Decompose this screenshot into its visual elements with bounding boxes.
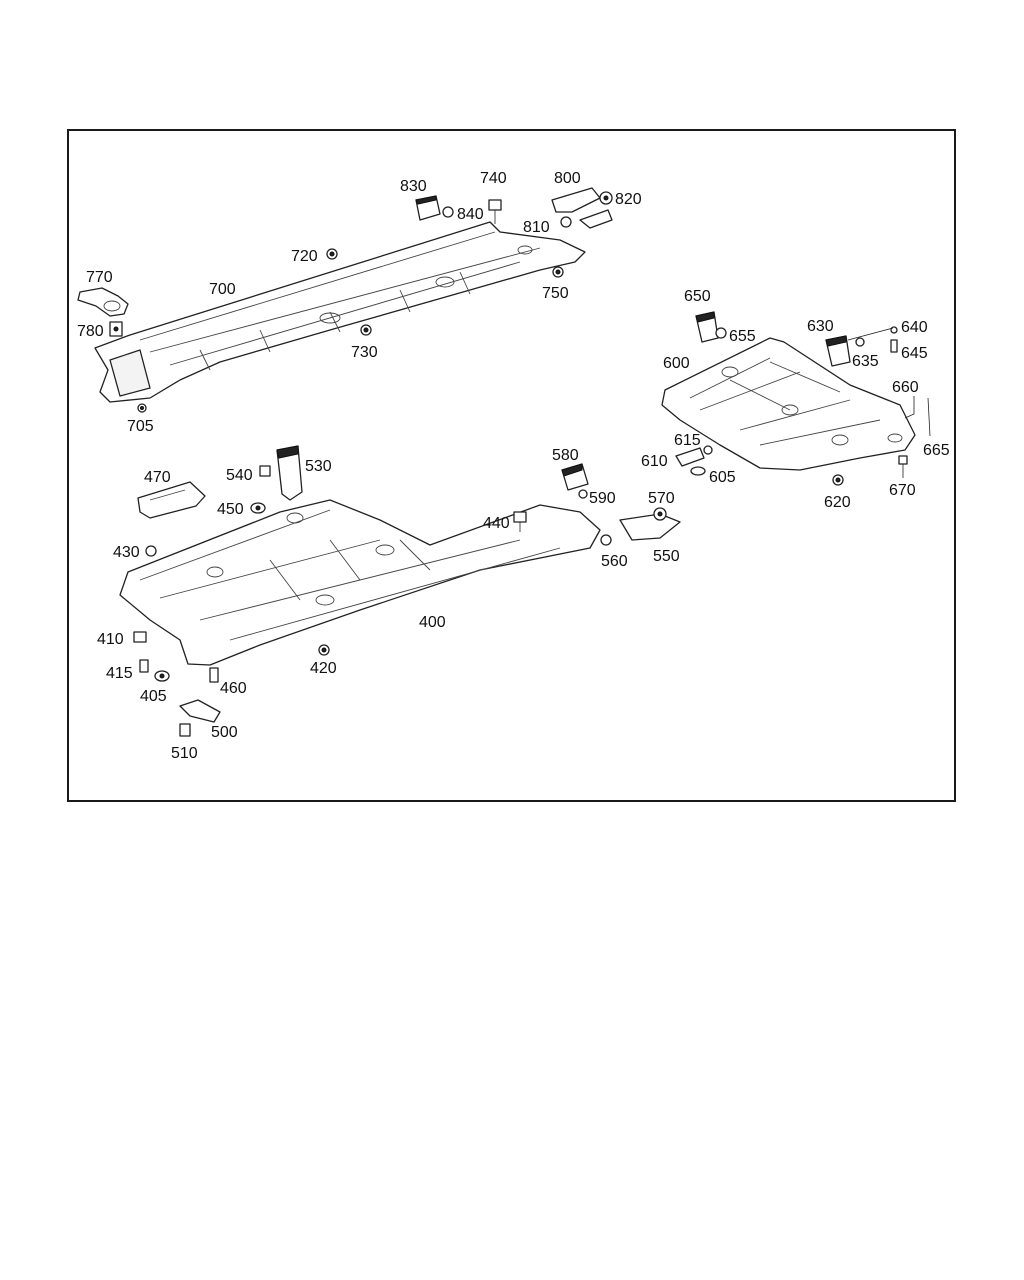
label-510: 510 [171, 745, 198, 762]
label-730: 730 [351, 344, 378, 361]
label-440: 440 [483, 515, 510, 532]
part-590-nut [578, 489, 588, 499]
label-800: 800 [554, 170, 581, 187]
label-635: 635 [852, 353, 879, 370]
label-820: 820 [615, 191, 642, 208]
part-820-nut [579, 191, 613, 229]
part-550-bracket [619, 513, 681, 541]
label-630: 630 [807, 318, 834, 335]
part-810-screw [560, 216, 572, 228]
label-720: 720 [291, 248, 318, 265]
label-530: 530 [305, 458, 332, 475]
label-640: 640 [901, 319, 928, 336]
part-615-screw [703, 445, 713, 455]
part-460-bolt [209, 667, 219, 683]
part-660-rod [904, 396, 915, 419]
part-420-clip [318, 644, 330, 656]
label-610: 610 [641, 453, 668, 470]
label-645: 645 [901, 345, 928, 362]
part-635-nut [855, 337, 865, 347]
label-420: 420 [310, 660, 337, 677]
part-600-front-panel [661, 337, 916, 471]
label-770: 770 [86, 269, 113, 286]
part-605-clip [690, 466, 706, 476]
label-840: 840 [457, 206, 484, 223]
part-630-bracket [825, 335, 851, 367]
label-780: 780 [77, 323, 104, 340]
part-740-screw [488, 199, 502, 224]
part-840-nut [442, 206, 454, 218]
part-780-nut [109, 321, 123, 337]
part-470-trim [137, 481, 206, 519]
label-410: 410 [97, 631, 124, 648]
part-580-bracket [561, 463, 589, 491]
label-620: 620 [824, 494, 851, 511]
part-415-bolt [139, 659, 149, 673]
part-540-nut [259, 465, 271, 477]
diagram-frame [67, 129, 956, 802]
label-590: 590 [589, 490, 616, 507]
label-750: 750 [542, 285, 569, 302]
label-600: 600 [663, 355, 690, 372]
part-430-nut [145, 545, 157, 557]
label-830: 830 [400, 178, 427, 195]
part-730-clip [360, 324, 372, 336]
part-400-main-panel [119, 499, 601, 666]
label-415: 415 [106, 665, 133, 682]
label-670: 670 [889, 482, 916, 499]
part-800-bracket [551, 187, 601, 213]
label-560: 560 [601, 553, 628, 570]
label-430: 430 [113, 544, 140, 561]
label-550: 550 [653, 548, 680, 565]
label-460: 460 [220, 680, 247, 697]
part-410-clip [133, 631, 147, 643]
label-605: 605 [709, 469, 736, 486]
label-810: 810 [523, 219, 550, 236]
label-615: 615 [674, 432, 701, 449]
part-560-screw [600, 534, 612, 546]
part-655-nut [715, 327, 727, 339]
label-740: 740 [480, 170, 507, 187]
label-450: 450 [217, 501, 244, 518]
part-620-clip [832, 474, 844, 486]
label-665: 665 [923, 442, 950, 459]
part-510-nut [179, 723, 191, 737]
part-665-pin [927, 397, 931, 437]
part-700-side-panel [94, 221, 586, 403]
part-650-bracket [695, 311, 719, 343]
part-610-bracket [675, 447, 705, 467]
label-500: 500 [211, 724, 238, 741]
label-660: 660 [892, 379, 919, 396]
part-500-bracket [179, 699, 221, 723]
part-645-screw [890, 339, 898, 353]
label-400: 400 [419, 614, 446, 631]
part-530-bracket [276, 445, 303, 501]
part-705-clip [137, 403, 147, 413]
part-770-bracket [77, 287, 129, 317]
part-750-clip [552, 266, 564, 278]
label-650: 650 [684, 288, 711, 305]
label-580: 580 [552, 447, 579, 464]
label-700: 700 [209, 281, 236, 298]
label-705: 705 [127, 418, 154, 435]
label-655: 655 [729, 328, 756, 345]
part-450-washer [250, 502, 266, 514]
part-440-screw [513, 511, 527, 532]
label-405: 405 [140, 688, 167, 705]
part-670-screw [898, 455, 908, 478]
label-570: 570 [648, 490, 675, 507]
part-830-bracket [415, 195, 441, 221]
part-405-washer [154, 670, 170, 682]
part-720-clip [326, 248, 338, 260]
part-570-washer [653, 507, 667, 521]
label-470: 470 [144, 469, 171, 486]
label-540: 540 [226, 467, 253, 484]
